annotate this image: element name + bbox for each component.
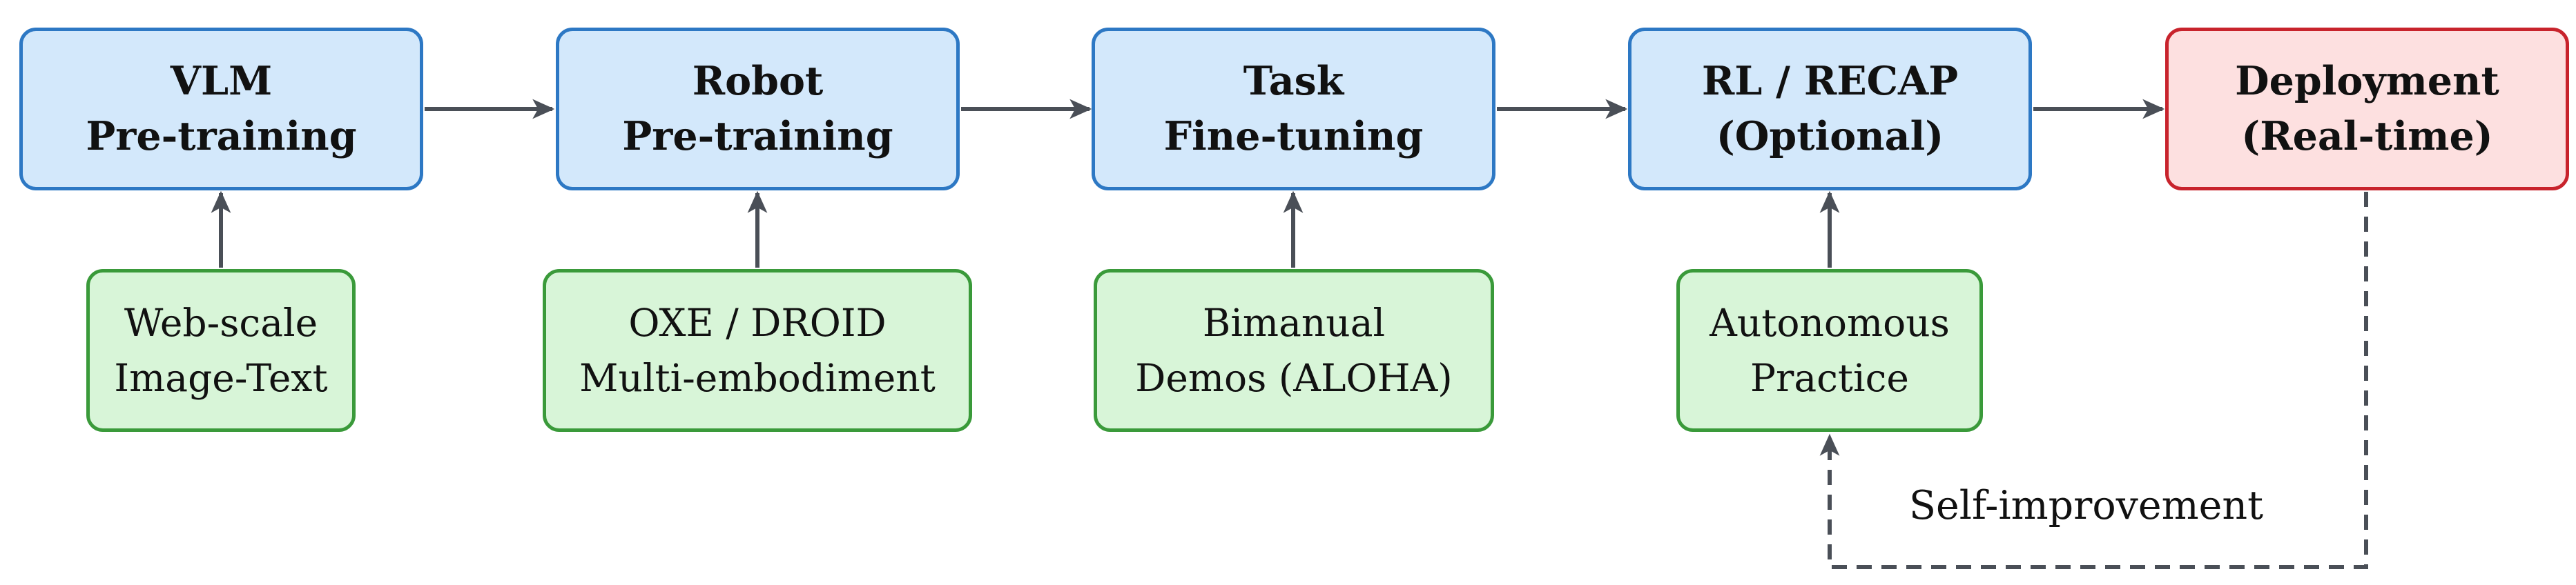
stage-subtitle: (Real-time) [2241, 113, 2493, 159]
stage-subtitle: Pre-training [622, 113, 893, 159]
stage-title: Task [1243, 58, 1344, 104]
stage-deployment: Deployment (Real-time) [2165, 28, 2569, 190]
stage-task-finetuning: Task Fine-tuning [1092, 28, 1495, 190]
source-line: Bimanual [1202, 301, 1386, 345]
stage-subtitle: Fine-tuning [1163, 113, 1424, 159]
source-line: Demos (ALOHA) [1135, 356, 1453, 400]
source-webscale-image-text: Web-scale Image-Text [86, 269, 356, 432]
source-line: Multi-embodiment [579, 356, 936, 400]
source-autonomous-practice: Autonomous Practice [1676, 269, 1983, 432]
stage-title: Deployment [2235, 58, 2499, 104]
stage-subtitle: Pre-training [86, 113, 357, 159]
source-line: Web-scale [124, 301, 318, 345]
stage-subtitle: (Optional) [1716, 113, 1944, 159]
feedback-loop-dashed-arrow [1819, 192, 2368, 569]
stage-vlm-pretraining: VLM Pre-training [19, 28, 423, 190]
source-bimanual-demos: Bimanual Demos (ALOHA) [1094, 269, 1494, 432]
stage-robot-pretraining: Robot Pre-training [556, 28, 960, 190]
self-improvement-label: Self-improvement [1909, 483, 2263, 528]
source-line: Image-Text [114, 356, 328, 400]
stage-title: Robot [692, 58, 824, 104]
source-oxe-droid: OXE / DROID Multi-embodiment [543, 269, 972, 432]
stage-rl-recap: RL / RECAP (Optional) [1628, 28, 2032, 190]
source-line: Autonomous [1710, 301, 1950, 345]
stage-title: VLM [170, 58, 273, 104]
source-line: Practice [1750, 356, 1909, 400]
stage-title: RL / RECAP [1701, 58, 1959, 104]
source-line: OXE / DROID [628, 301, 887, 345]
